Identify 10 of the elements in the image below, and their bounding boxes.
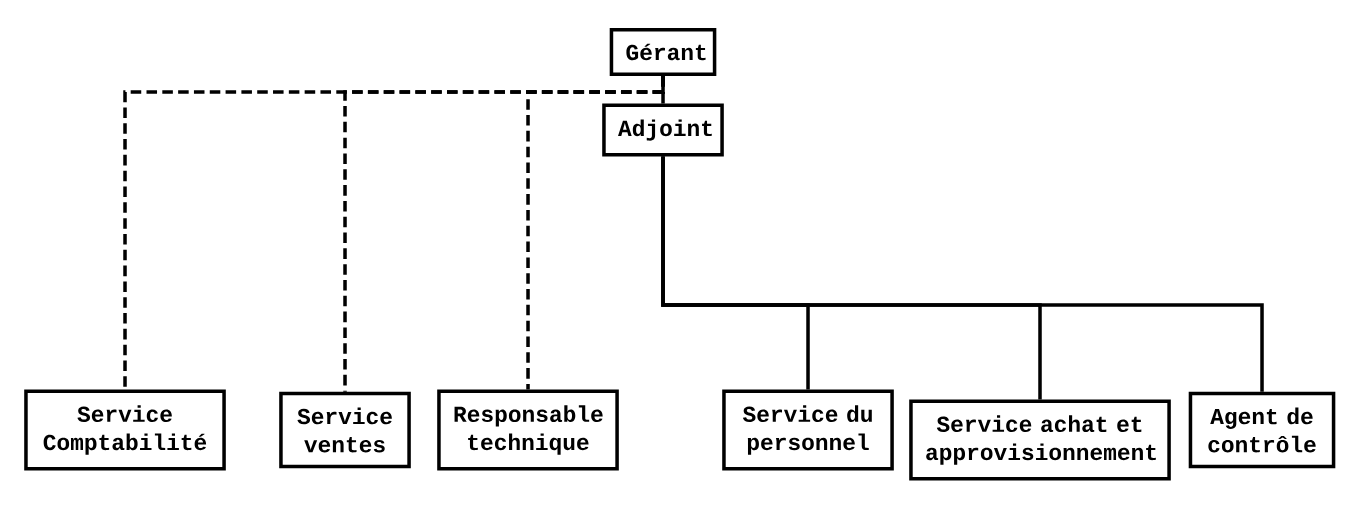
box-node: Service achat et approvisionnement: [909, 399, 1171, 481]
box-node: Service Comptabilité: [24, 389, 226, 471]
box-node: Service du personnel: [722, 389, 894, 471]
manager-box: Adjoint: [602, 103, 724, 157]
box-node: Agent de contrôle: [1188, 391, 1336, 469]
connector-line: [661, 76, 665, 104]
manager-box: Gérant: [609, 27, 717, 77]
box-node: Responsable technique: [437, 389, 619, 471]
connector-line: [661, 156, 1264, 392]
box-node: Service ventes: [279, 391, 411, 469]
